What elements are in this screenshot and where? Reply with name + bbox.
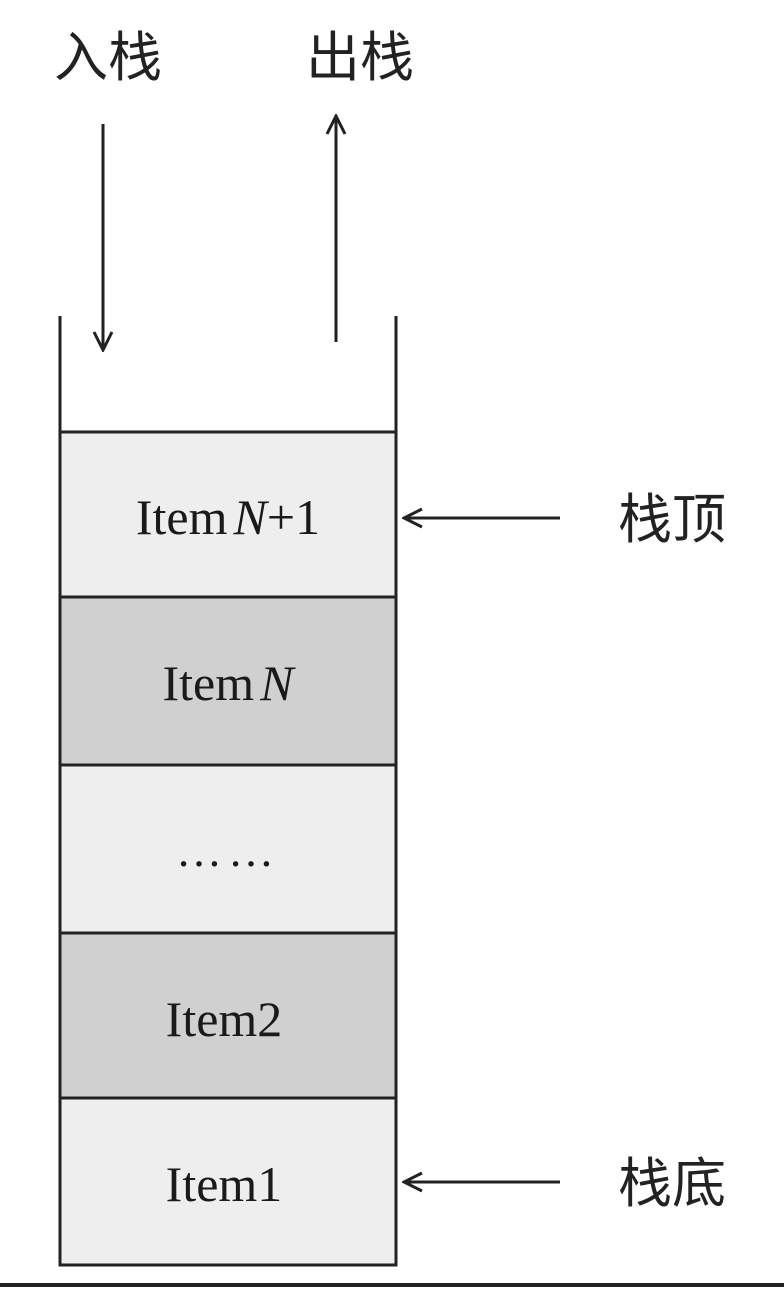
cell-box — [58, 763, 398, 935]
stack-cell-ellipsis: …… — [58, 763, 398, 935]
push-label: 入栈 — [54, 26, 162, 89]
cell-label: …… — [176, 825, 280, 876]
stack-cell-item2: Item2 — [58, 931, 398, 1100]
cell-box — [58, 931, 398, 1100]
cell-box — [58, 595, 398, 767]
top-label: 栈顶 — [618, 488, 726, 551]
cell-label: Item2 — [166, 991, 283, 1047]
pop-label: 出栈 — [306, 26, 414, 89]
bottom-label: 栈底 — [618, 1152, 726, 1215]
cell-box — [58, 1096, 398, 1267]
stack-cell-item1: Item1 — [58, 1096, 398, 1267]
cell-box — [58, 430, 398, 599]
cell-label: Item1 — [166, 1156, 283, 1212]
